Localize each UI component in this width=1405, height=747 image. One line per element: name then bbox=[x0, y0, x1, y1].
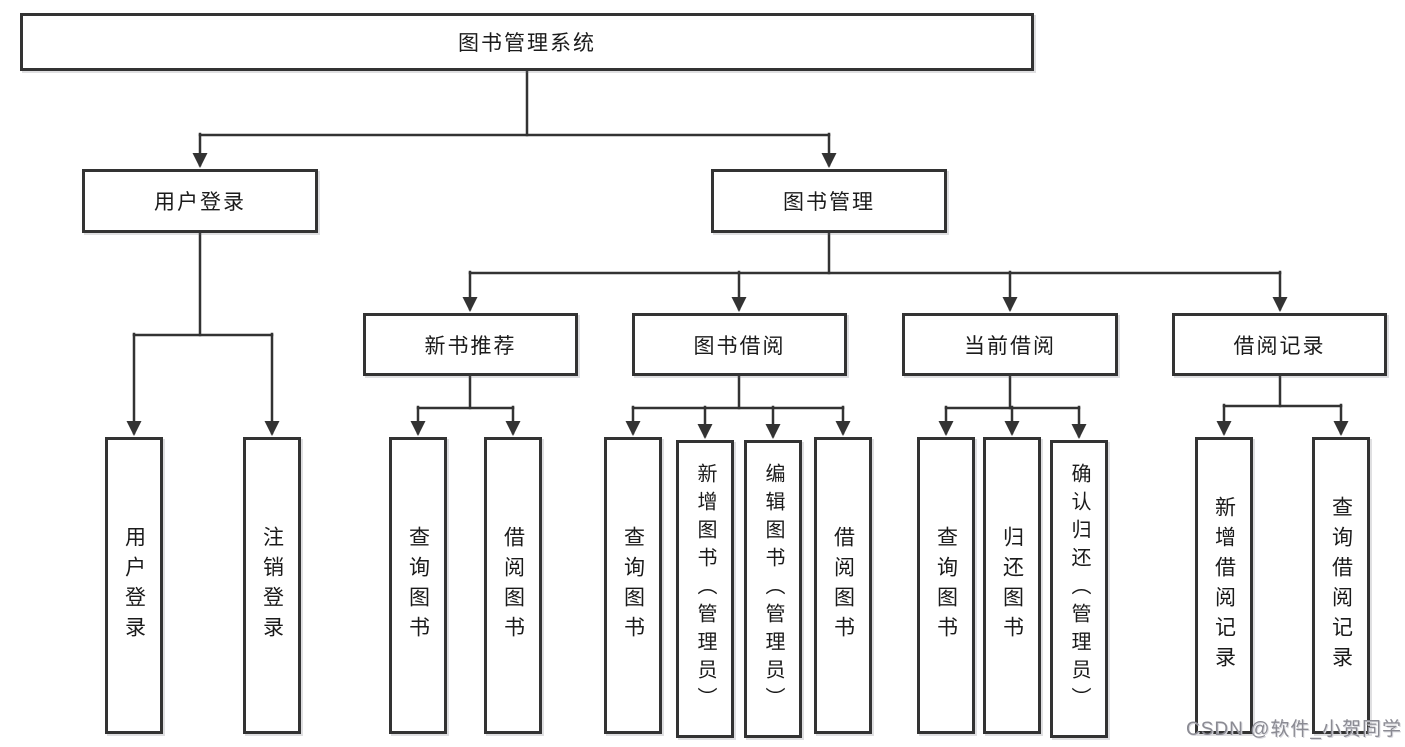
connector-root bbox=[192, 69, 837, 168]
node-label: 编辑图书（管理员） bbox=[762, 463, 784, 715]
node-label: 新增借阅记录 bbox=[1212, 495, 1236, 676]
connector-user-login bbox=[126, 231, 280, 436]
node-new-book-recommendation: 新书推荐 bbox=[363, 313, 578, 376]
leaf-query-borrow-record: 查询借阅记录 bbox=[1312, 437, 1370, 734]
leaf-logout: 注销登录 bbox=[243, 437, 301, 734]
node-label: 新书推荐 bbox=[424, 334, 517, 358]
node-user-login: 用户登录 bbox=[82, 169, 318, 233]
connector-new-book-recommendation bbox=[410, 374, 521, 436]
node-label: 图书管理系统 bbox=[458, 32, 596, 55]
leaf-add-book-admin: 新增图书（管理员） bbox=[676, 440, 734, 738]
connector-current-borrowing bbox=[938, 374, 1087, 439]
node-label: 归还图书 bbox=[1000, 525, 1024, 646]
node-label: 用户登录 bbox=[122, 525, 146, 646]
connector-book-management bbox=[462, 231, 1288, 312]
node-label: 图书管理 bbox=[783, 191, 875, 214]
node-label: 注销登录 bbox=[260, 525, 284, 646]
node-book-management: 图书管理 bbox=[711, 169, 947, 233]
leaf-confirm-return-admin: 确认归还（管理员） bbox=[1050, 440, 1108, 738]
node-label: 查询图书 bbox=[934, 525, 958, 646]
leaf-query-books-current: 查询图书 bbox=[917, 437, 975, 734]
node-label: 查询图书 bbox=[406, 525, 430, 646]
node-label: 确认归还（管理员） bbox=[1068, 463, 1090, 715]
leaf-user-login: 用户登录 bbox=[105, 437, 163, 734]
node-label: 新增图书（管理员） bbox=[694, 463, 716, 715]
node-library-management-system: 图书管理系统 bbox=[20, 13, 1034, 71]
node-label: 用户登录 bbox=[154, 191, 246, 214]
csdn-watermark: CSDN @软件_小贺同学 bbox=[1186, 719, 1402, 740]
node-borrowing-records: 借阅记录 bbox=[1172, 313, 1387, 376]
leaf-edit-book-admin: 编辑图书（管理员） bbox=[744, 440, 802, 738]
leaf-query-books-borrowing: 查询图书 bbox=[604, 437, 662, 734]
leaf-add-borrow-record: 新增借阅记录 bbox=[1195, 437, 1253, 734]
node-label: 查询借阅记录 bbox=[1329, 495, 1353, 676]
node-label: 图书借阅 bbox=[693, 334, 786, 358]
leaf-return-books: 归还图书 bbox=[983, 437, 1041, 734]
leaf-borrow-books: 借阅图书 bbox=[814, 437, 872, 734]
node-current-borrowing: 当前借阅 bbox=[902, 313, 1118, 376]
node-label: 查询图书 bbox=[621, 525, 645, 646]
connector-book-borrowing bbox=[625, 374, 851, 439]
node-book-borrowing: 图书借阅 bbox=[632, 313, 847, 376]
node-label: 借阅记录 bbox=[1233, 334, 1326, 358]
node-label: 借阅图书 bbox=[831, 525, 855, 646]
node-label: 当前借阅 bbox=[964, 334, 1056, 358]
node-label: 借阅图书 bbox=[501, 525, 525, 646]
leaf-query-books-recommend: 查询图书 bbox=[389, 437, 447, 734]
connector-borrowing-records bbox=[1216, 374, 1349, 436]
leaf-borrow-books-recommend: 借阅图书 bbox=[484, 437, 542, 734]
